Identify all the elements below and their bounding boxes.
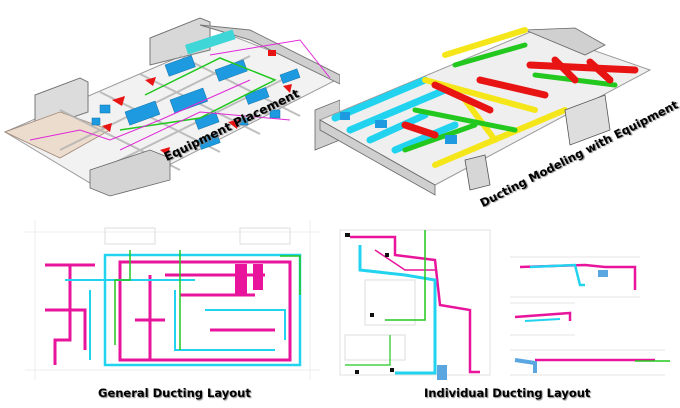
equipment-placement-render <box>0 0 340 204</box>
general-ducting-layout-drawing <box>25 220 320 380</box>
caption-general-ducting-layout: General Ducting Layout <box>98 386 251 400</box>
individual-ducting-layout-drawing <box>335 225 680 380</box>
ducting-modeling-render <box>315 0 680 204</box>
caption-individual-ducting-layout: Individual Ducting Layout <box>424 386 591 400</box>
